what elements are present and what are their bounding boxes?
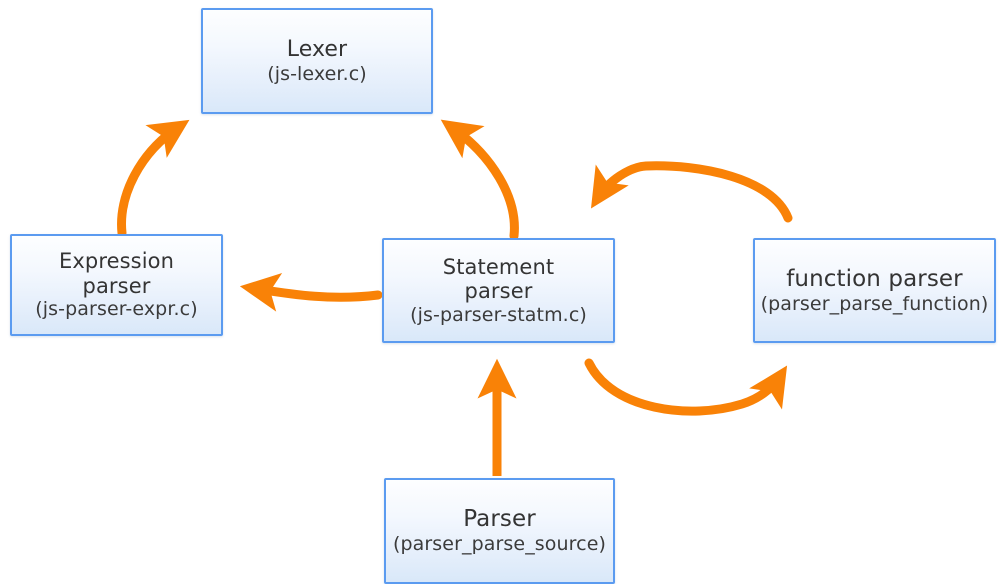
node-function-parser-subtitle: (parser_parse_function)	[760, 292, 989, 315]
node-lexer[interactable]: Lexer (js-lexer.c)	[201, 8, 433, 114]
node-statement-parser-subtitle: (js-parser-statm.c)	[410, 303, 587, 326]
edge-statement-to-expression	[239, 273, 383, 312]
node-parser[interactable]: Parser (parser_parse_source)	[384, 478, 615, 584]
node-function-parser[interactable]: function parser (parser_parse_function)	[753, 238, 996, 343]
edge-expression-to-lexer	[117, 119, 190, 238]
edge-statement-to-function	[584, 358, 788, 416]
node-lexer-subtitle: (js-lexer.c)	[267, 62, 367, 85]
node-statement-parser[interactable]: Statement parser (js-parser-statm.c)	[382, 238, 615, 343]
node-parser-title: Parser	[463, 506, 536, 533]
node-parser-subtitle: (parser_parse_source)	[392, 533, 607, 556]
edge-statement-to-lexer	[440, 119, 519, 241]
node-expression-parser[interactable]: Expression parser (js-parser-expr.c)	[10, 234, 223, 336]
node-statement-parser-title-line1: Statement	[442, 254, 555, 279]
node-expression-parser-title-line1: Expression	[59, 249, 174, 274]
edge-function-to-statement	[590, 161, 793, 223]
node-expression-parser-subtitle: (js-parser-expr.c)	[35, 298, 198, 321]
node-statement-parser-title-line2: parser	[464, 279, 533, 304]
node-expression-parser-title-line2: parser	[82, 273, 151, 298]
node-function-parser-title: function parser	[786, 265, 963, 292]
node-lexer-title: Lexer	[286, 36, 348, 62]
